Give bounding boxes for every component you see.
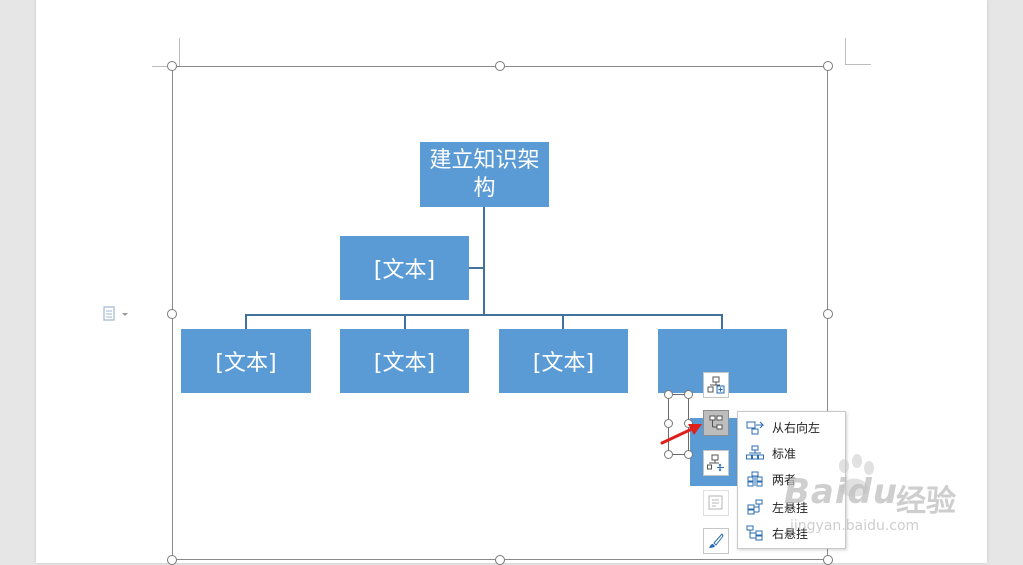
red-arrow-icon — [660, 424, 702, 445]
selection-handle[interactable] — [684, 450, 693, 459]
text-pane-button[interactable] — [703, 490, 729, 516]
add-shape-icon — [707, 376, 725, 394]
selection-handle[interactable] — [684, 419, 693, 428]
connector-child-3 — [562, 314, 564, 329]
selection-handle[interactable] — [664, 450, 673, 459]
add-shape-button[interactable] — [703, 372, 729, 398]
menu-item-label: 左悬挂 — [772, 500, 809, 515]
layout-menu: 从右向左 标准 两者 左悬挂 右悬挂 — [737, 411, 846, 549]
both-layout-icon — [746, 471, 764, 487]
resize-handle-mr[interactable] — [823, 309, 833, 319]
child-shape-text: [文本] — [215, 351, 277, 376]
child-shape-1[interactable]: [文本] — [181, 329, 311, 393]
menu-item-left-hanging[interactable]: 左悬挂 — [738, 494, 845, 520]
connector-root-vertical — [483, 206, 485, 315]
resize-handle-bc[interactable] — [495, 555, 505, 565]
menu-item-label: 标准 — [772, 446, 797, 461]
paste-options-icon[interactable] — [102, 306, 128, 322]
child-shape-text: [文本] — [532, 351, 595, 376]
root-shape-text: 建立知识架构 — [429, 147, 540, 201]
move-shape-button[interactable] — [703, 450, 729, 476]
standard-layout-icon — [746, 445, 764, 461]
menu-item-label: 两者 — [772, 472, 797, 487]
layout-button[interactable] — [703, 410, 729, 436]
resize-handle-tl[interactable] — [167, 61, 177, 71]
resize-handle-tc[interactable] — [495, 61, 505, 71]
selection-handle[interactable] — [664, 419, 673, 428]
baidu-watermark: Baidu 经验 jingyan.baidu.com — [784, 452, 974, 542]
watermark-url: jingyan.baidu.com — [790, 518, 920, 534]
watermark-sub: 经验 — [896, 484, 956, 519]
resize-handle-bl[interactable] — [167, 555, 177, 565]
right-to-left-icon — [746, 419, 764, 435]
resize-handle-ml[interactable] — [167, 309, 177, 319]
root-shape[interactable]: 建立知识架构 — [420, 142, 549, 207]
margin-mark-top-right — [845, 38, 846, 64]
selection-handle[interactable] — [684, 390, 693, 399]
menu-item-right-hanging[interactable]: 右悬挂 — [738, 520, 845, 546]
style-button[interactable] — [703, 528, 729, 554]
connector-child-2 — [404, 314, 406, 329]
layout-icon — [709, 415, 723, 430]
style-brush-icon — [709, 533, 724, 548]
left-hanging-icon — [746, 499, 764, 515]
connector-horizontal — [245, 314, 723, 316]
menu-item-standard[interactable]: 标准 — [738, 440, 845, 466]
paw-logo-icon — [839, 454, 874, 497]
selection-handle[interactable] — [664, 390, 673, 399]
menu-item-label: 右悬挂 — [772, 526, 809, 541]
child-shape-2[interactable]: [文本] — [340, 329, 469, 393]
margin-mark-top-left-h — [152, 66, 172, 67]
menu-item-right-to-left[interactable]: 从右向左 — [738, 414, 845, 440]
margin-mark-top-left — [179, 38, 180, 66]
connector-child-1 — [245, 314, 247, 329]
move-shape-icon — [707, 454, 724, 472]
assistant-shape-text: [文本] — [373, 258, 436, 283]
menu-item-label: 从右向左 — [772, 420, 821, 435]
resize-handle-br[interactable] — [823, 555, 833, 565]
right-hanging-icon — [746, 525, 764, 541]
menu-item-both[interactable]: 两者 — [738, 466, 845, 492]
child-shape-3[interactable]: [文本] — [499, 329, 628, 393]
assistant-shape[interactable]: [文本] — [340, 236, 469, 300]
child-shape-text: [文本] — [373, 351, 436, 376]
connector-child-4 — [721, 314, 723, 329]
text-pane-icon — [708, 495, 723, 510]
connector-assistant — [469, 267, 484, 269]
resize-handle-tr[interactable] — [823, 61, 833, 71]
watermark-brand: Baidu — [784, 472, 899, 512]
margin-mark-top-right-h — [845, 64, 871, 65]
